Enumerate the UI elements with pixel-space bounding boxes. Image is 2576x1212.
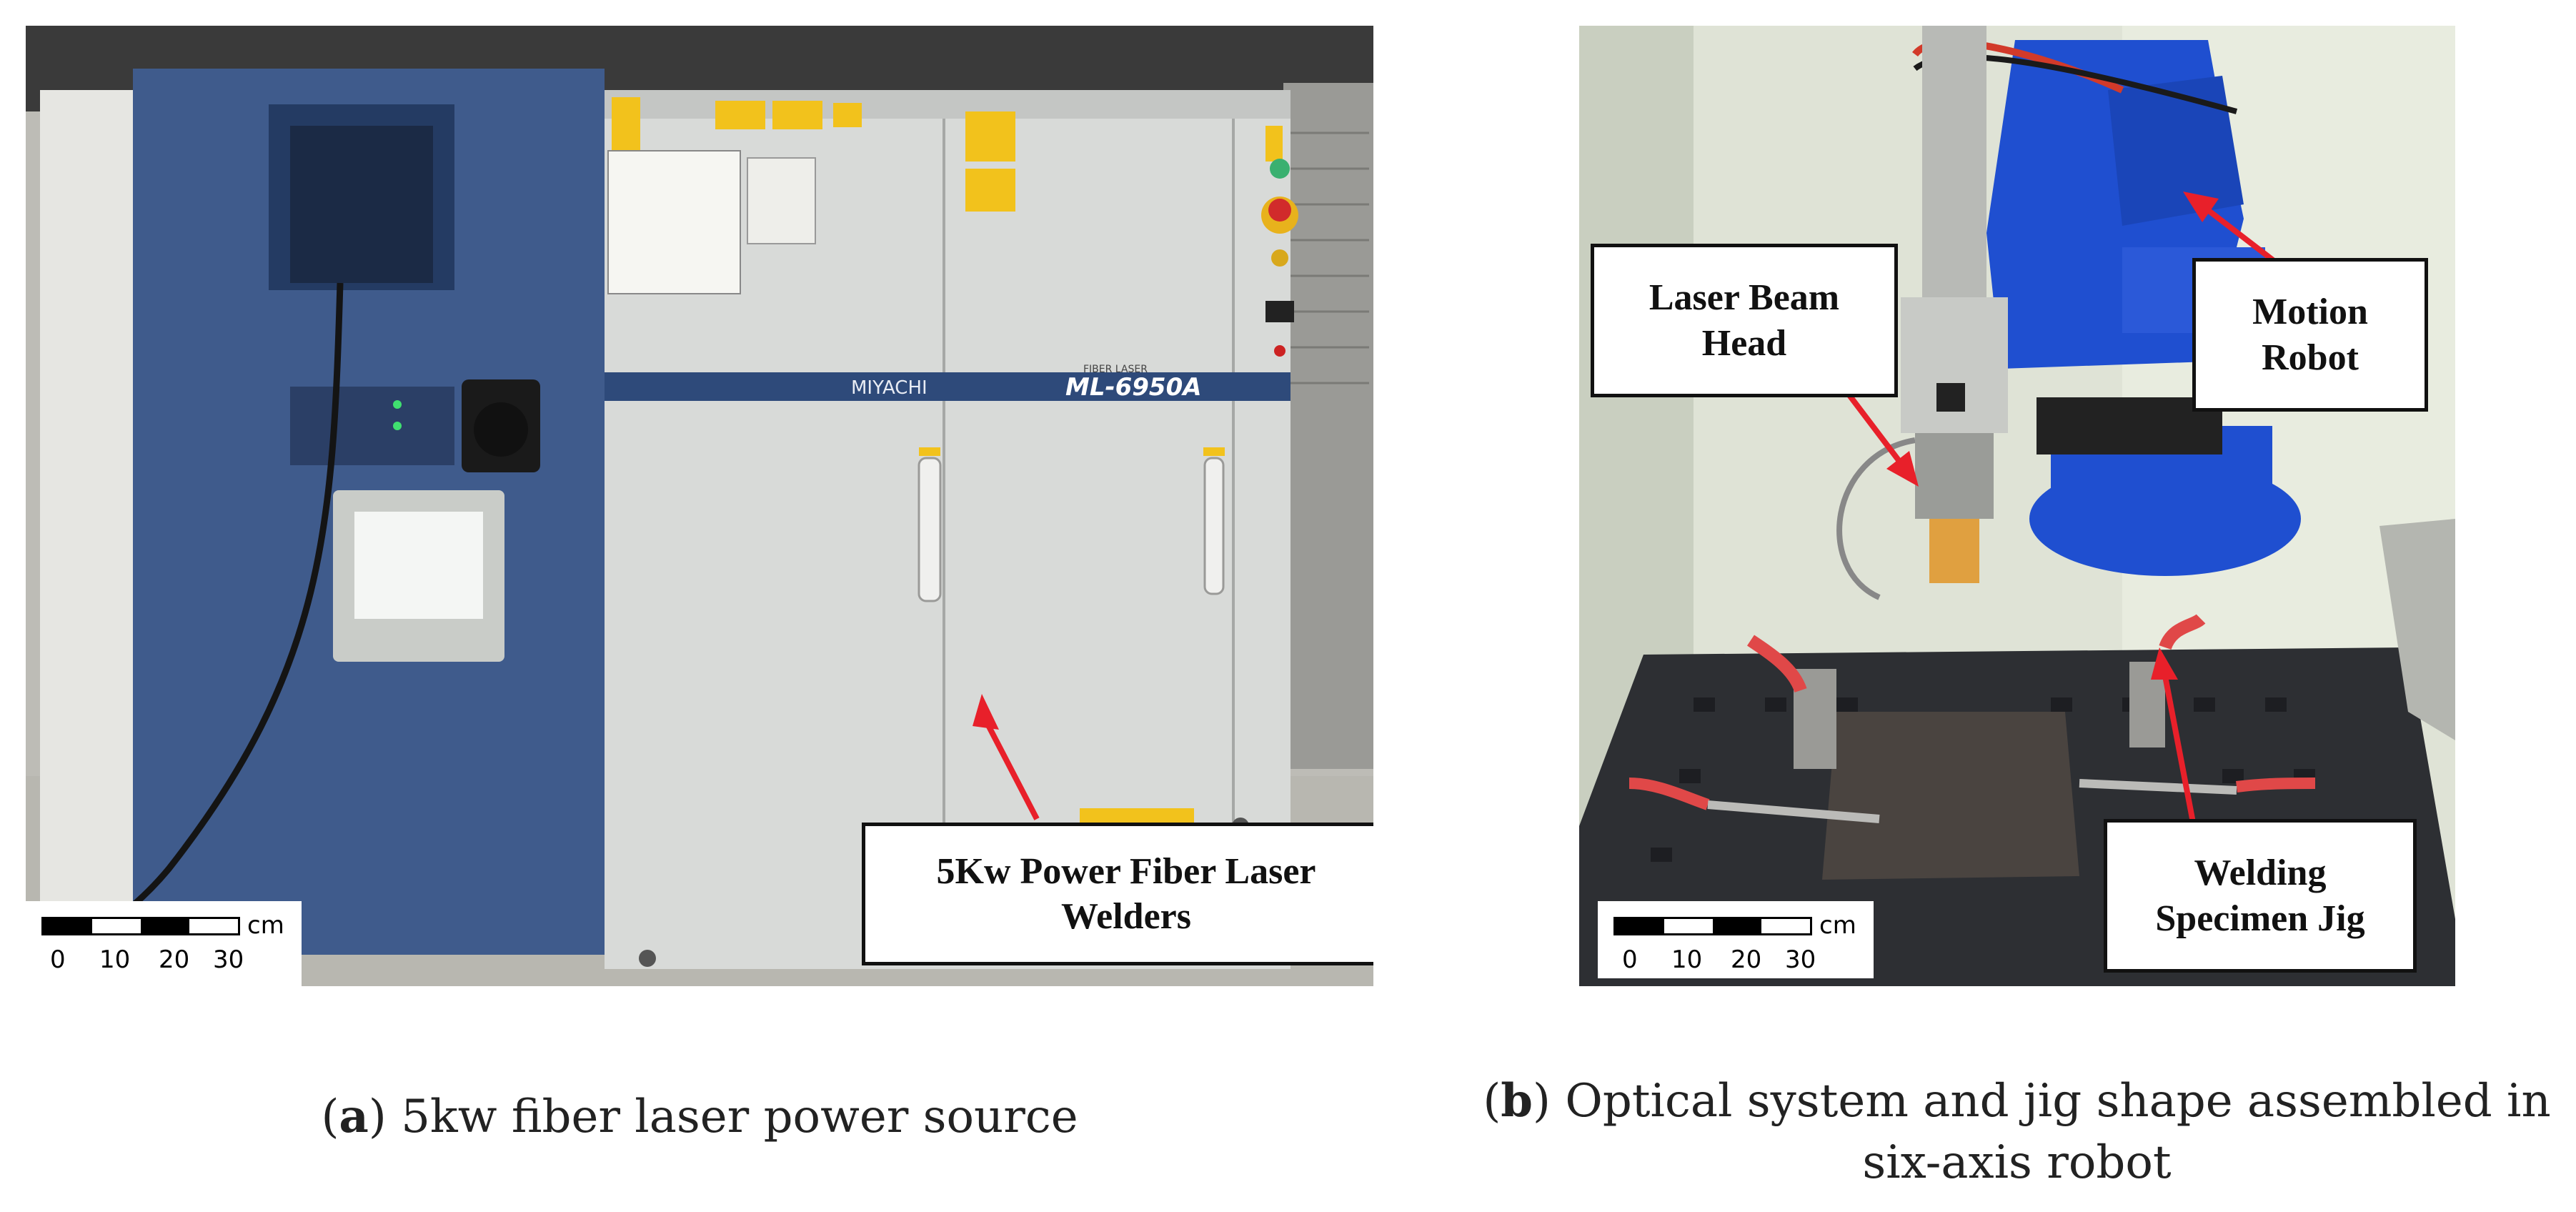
fiber-laser-sublabel: FIBER LASER	[1083, 364, 1148, 375]
laser-beam-head	[1922, 26, 1986, 297]
caption-text-line-1: Optical system and jig shape assembled i…	[1551, 1075, 2551, 1128]
callout-laser-beam-head: Laser Beam Head	[1591, 244, 1898, 397]
arrow-to-motion-robot	[2206, 207, 2282, 268]
callout-motion-robot: Motion Robot	[2192, 258, 2428, 412]
arrow-to-specimen-jig	[2162, 675, 2197, 827]
callout-line-2: Specimen Jig	[2155, 898, 2365, 939]
arrow-to-welder	[984, 721, 1040, 820]
callout-line-2: Robot	[2262, 337, 2359, 378]
robot-cell-illustration	[1579, 26, 2455, 986]
callout-line-1: Motion	[2252, 292, 2368, 333]
scale-bar: cm 0 10 20 30	[26, 901, 302, 986]
scale-tick: 10	[1671, 945, 1703, 974]
caption-a: (a) 5kw fiber laser power source	[321, 1090, 1078, 1143]
scale-unit: cm	[1819, 911, 1856, 940]
scale-tick: 0	[50, 945, 66, 974]
caption-text-line-2: six-axis robot	[1862, 1136, 2172, 1190]
photo-robot-welding-cell: Laser Beam Head Motion Robot Welding Spe…	[1579, 26, 2455, 986]
scale-tick: 20	[159, 945, 190, 974]
callout-line-1: Laser Beam	[1648, 277, 1840, 319]
scale-tick: 20	[1731, 945, 1762, 974]
callout-welding-specimen-jig: Welding Specimen Jig	[2104, 819, 2417, 973]
scale-tick: 30	[213, 945, 244, 974]
laser-cabinet-illustration: MIYACHI FIBER LASER ML-6950A	[26, 26, 1373, 986]
brand-label: MIYACHI	[851, 377, 928, 399]
callout-line-2: Head	[1701, 322, 1787, 364]
caption-letter: b	[1501, 1074, 1533, 1128]
callout-line-1: 5Kw Power Fiber Laser	[936, 850, 1316, 892]
caption-text: 5kw fiber laser power source	[386, 1091, 1078, 1143]
scale-unit: cm	[247, 911, 284, 940]
scale-tick: 30	[1785, 945, 1816, 974]
model-label: ML-6950A	[1065, 373, 1202, 402]
scale-bar: cm 0 10 20 30	[1598, 901, 1874, 978]
photo-fiber-laser-power-source: MIYACHI FIBER LASER ML-6950A 5Kw Power F…	[26, 26, 1373, 986]
caption-letter: a	[339, 1090, 369, 1143]
callout-line-2: Welders	[1061, 896, 1191, 937]
callout-fiber-laser-welders: 5Kw Power Fiber Laser Welders	[862, 823, 1373, 965]
scale-tick: 10	[99, 945, 131, 974]
caption-b: (b) Optical system and jig shape assembl…	[1458, 1071, 2576, 1194]
callout-line-1: Welding	[2194, 853, 2327, 894]
scale-tick: 0	[1622, 945, 1638, 974]
